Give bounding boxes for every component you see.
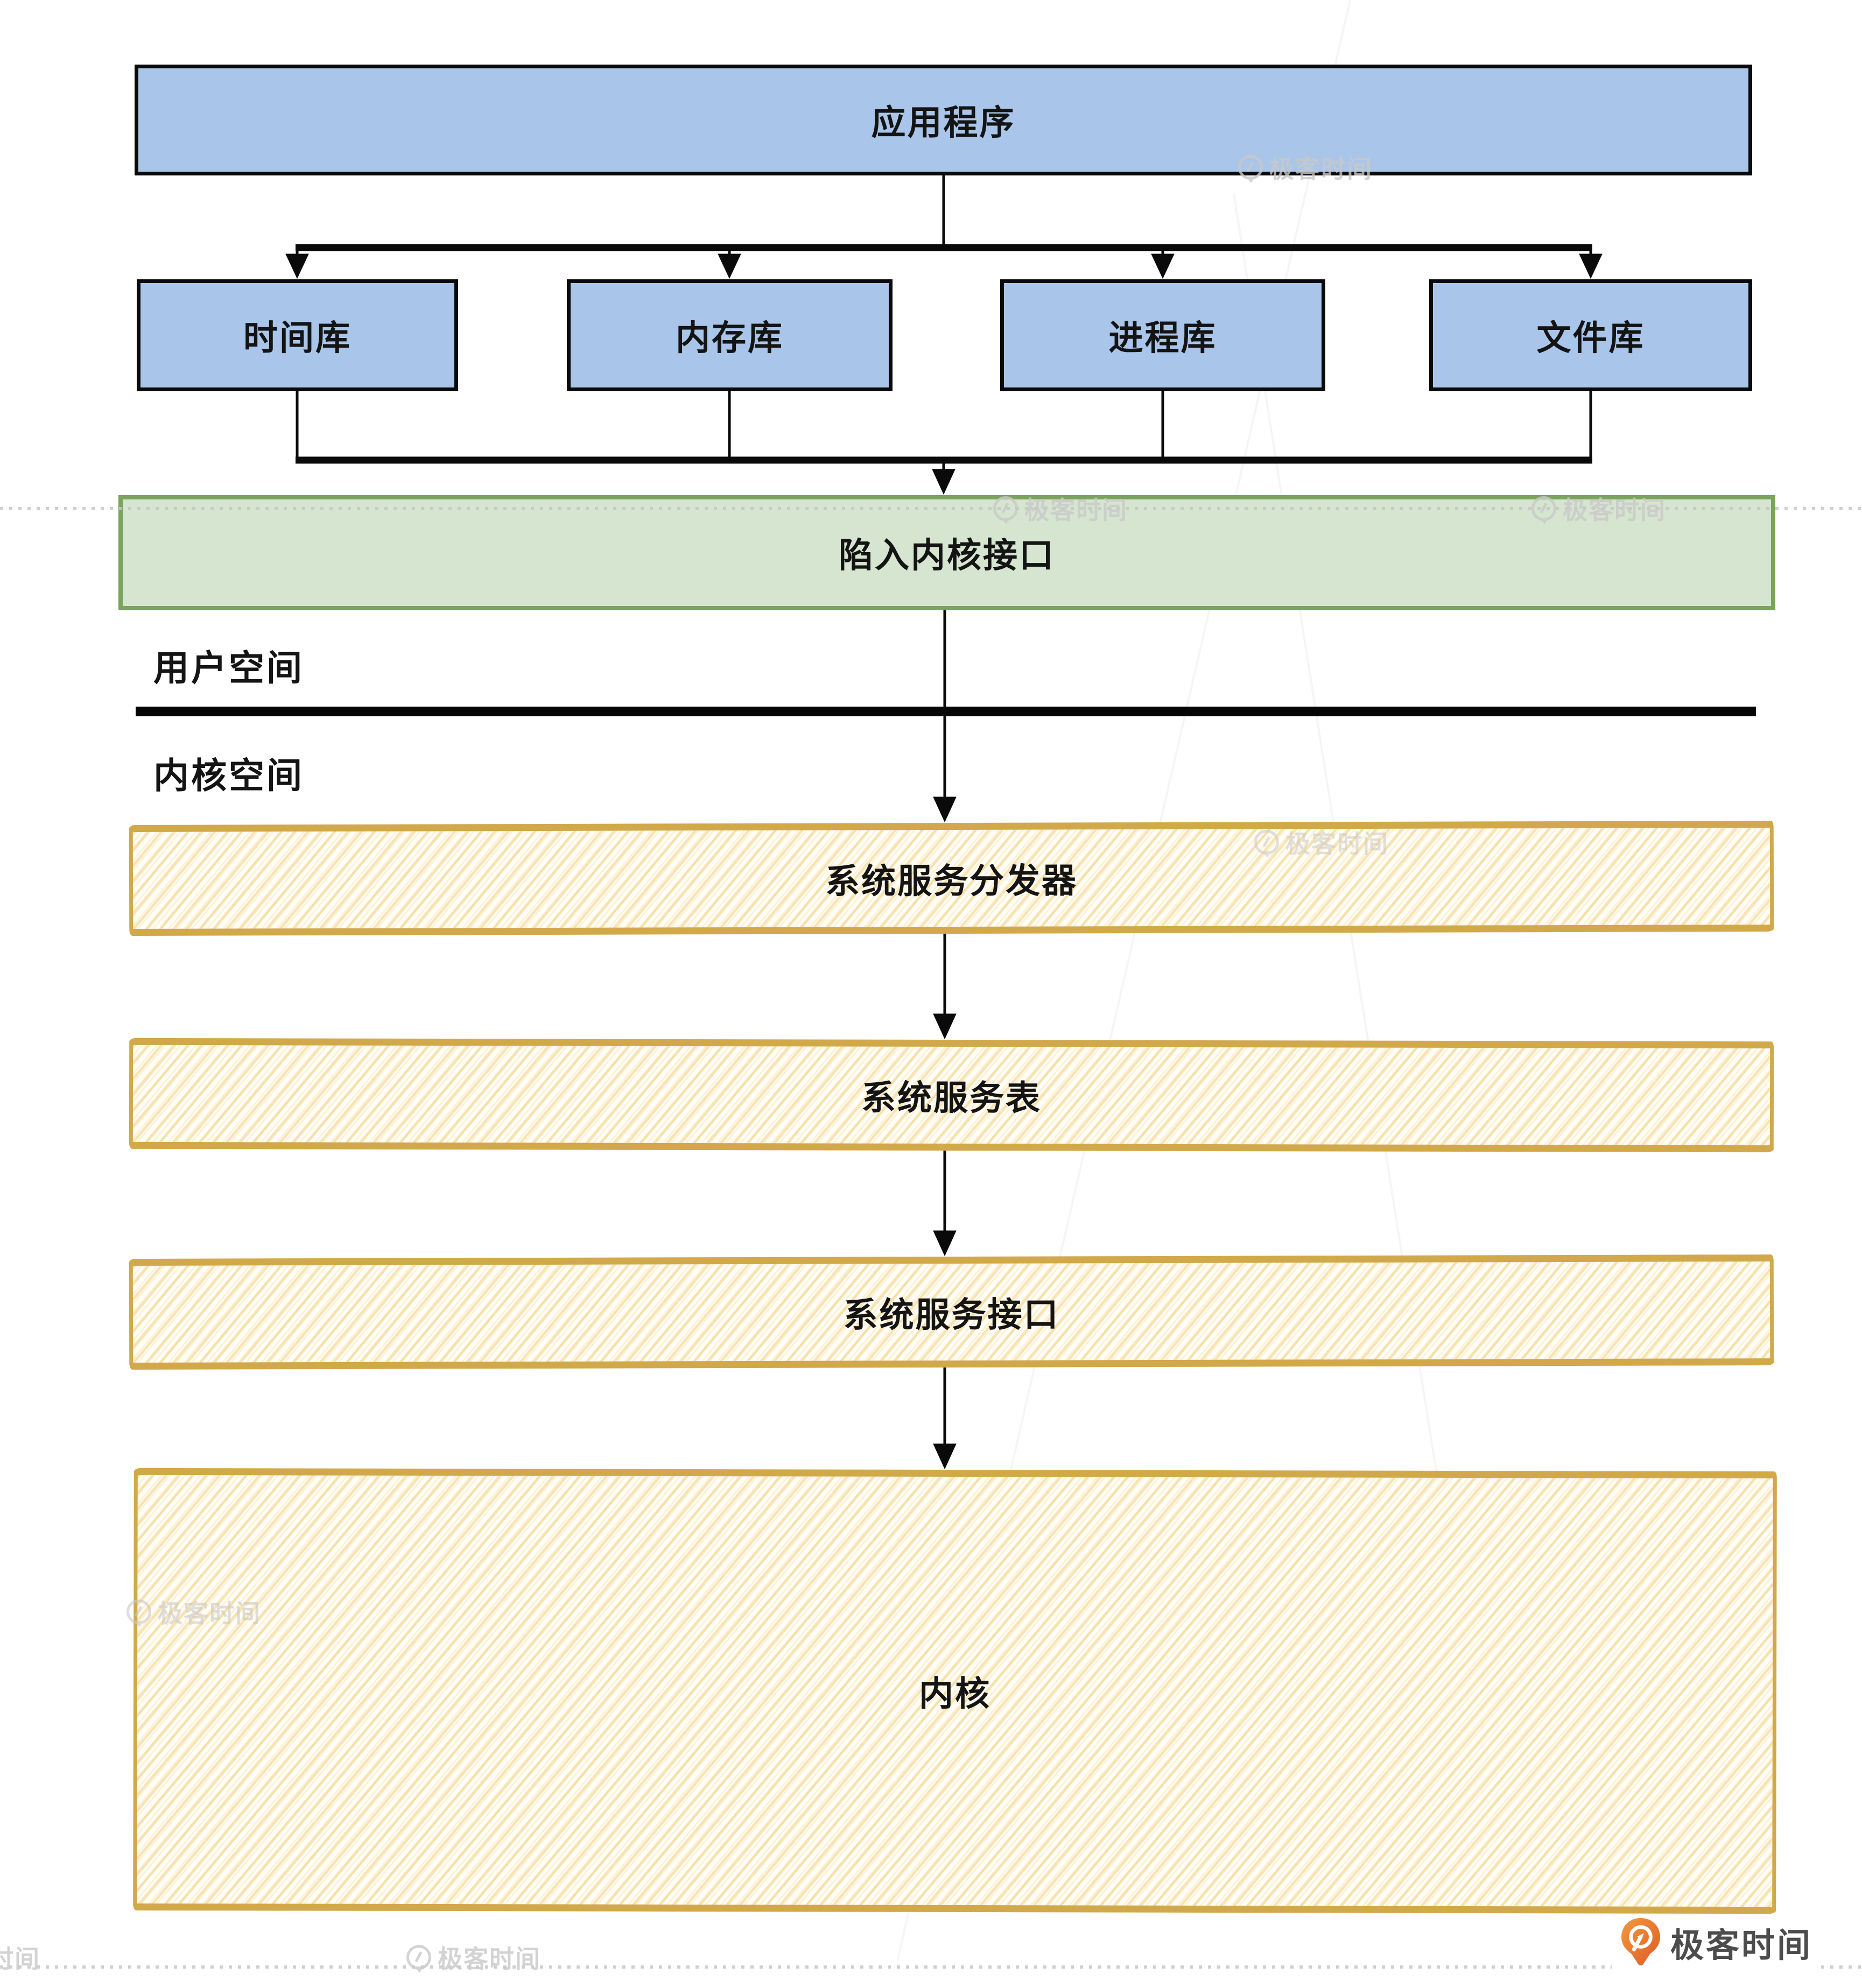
node-lib-time: 时间库 <box>137 279 458 391</box>
node-trap-kernel-interface: 陷入内核接口 <box>118 495 1775 610</box>
watermark-pin-icon <box>1238 155 1263 183</box>
node-lib-time-label: 时间库 <box>243 319 352 357</box>
watermark: 极客时间 <box>1254 824 1389 860</box>
watermark-pin-icon <box>1531 496 1556 524</box>
watermark: 极客时间 <box>406 1940 541 1975</box>
watermark-text: 极客时间 <box>438 1945 541 1973</box>
geektime-logo-icon <box>1621 1918 1660 1965</box>
node-syscall-dispatcher-label: 系统服务分发器 <box>825 861 1078 901</box>
arrow-table-to-interface <box>933 1151 957 1257</box>
node-kernel-label: 内核 <box>918 1674 992 1714</box>
node-lib-process-label: 进程库 <box>1108 319 1217 357</box>
user-kernel-divider <box>136 707 1756 716</box>
arrow-dispatcher-to-table <box>933 934 957 1040</box>
node-lib-file: 文件库 <box>1429 279 1752 391</box>
connector-libs-to-bus <box>296 391 1592 464</box>
watermark: 极客时间 <box>0 1940 40 1975</box>
node-syscall-dispatcher: 系统服务分发器 <box>129 821 1774 936</box>
geektime-brand-text: 极客时间 <box>1670 1927 1813 1964</box>
arrow-bus-to-libs <box>285 248 1603 279</box>
node-lib-file-label: 文件库 <box>1536 319 1645 357</box>
dotted-separator-top <box>0 507 1862 510</box>
watermark-pin-icon <box>1254 830 1279 858</box>
node-kernel: 内核 <box>133 1468 1777 1914</box>
watermark-pin-icon <box>406 1945 431 1973</box>
watermark-text: 极客时间 <box>0 1945 40 1973</box>
node-syscall-table-label: 系统服务表 <box>861 1078 1042 1118</box>
watermark-text: 极客时间 <box>1563 496 1666 524</box>
node-syscall-interface-label: 系统服务接口 <box>843 1295 1060 1335</box>
node-lib-process: 进程库 <box>1000 279 1325 391</box>
dotted-separator-bottom <box>0 1965 1862 1969</box>
watermark: 极客时间 <box>1238 150 1373 185</box>
node-application: 应用程序 <box>135 65 1752 175</box>
node-trap-kernel-interface-label: 陷入内核接口 <box>839 536 1055 575</box>
watermark: 极客时间 <box>1531 491 1666 526</box>
watermark: 极客时间 <box>993 491 1128 526</box>
watermark-pin-icon <box>993 496 1018 524</box>
watermark: 极客时间 <box>127 1594 261 1630</box>
watermark-pin-icon <box>127 1599 151 1627</box>
arrow-interface-to-kernel <box>933 1367 957 1470</box>
node-application-label: 应用程序 <box>871 103 1016 142</box>
watermark-text: 极客时间 <box>1269 155 1373 183</box>
node-syscall-interface: 系统服务接口 <box>129 1254 1774 1370</box>
watermark-text: 极客时间 <box>158 1599 261 1627</box>
node-syscall-table: 系统服务表 <box>129 1038 1774 1153</box>
kernel-space-label: 内核空间 <box>153 756 304 795</box>
arrow-bus-to-trap <box>932 460 955 495</box>
watermark-text: 极客时间 <box>1285 830 1389 858</box>
watermark-text: 极客时间 <box>1024 496 1128 524</box>
node-lib-memory: 内存库 <box>567 279 893 391</box>
connector-app-to-bus <box>296 175 1592 251</box>
node-lib-memory-label: 内存库 <box>676 319 784 357</box>
arrow-trap-to-dispatcher <box>933 610 957 823</box>
user-space-label: 用户空间 <box>153 648 304 688</box>
geektime-brand: 极客时间 <box>1612 1914 1821 1971</box>
